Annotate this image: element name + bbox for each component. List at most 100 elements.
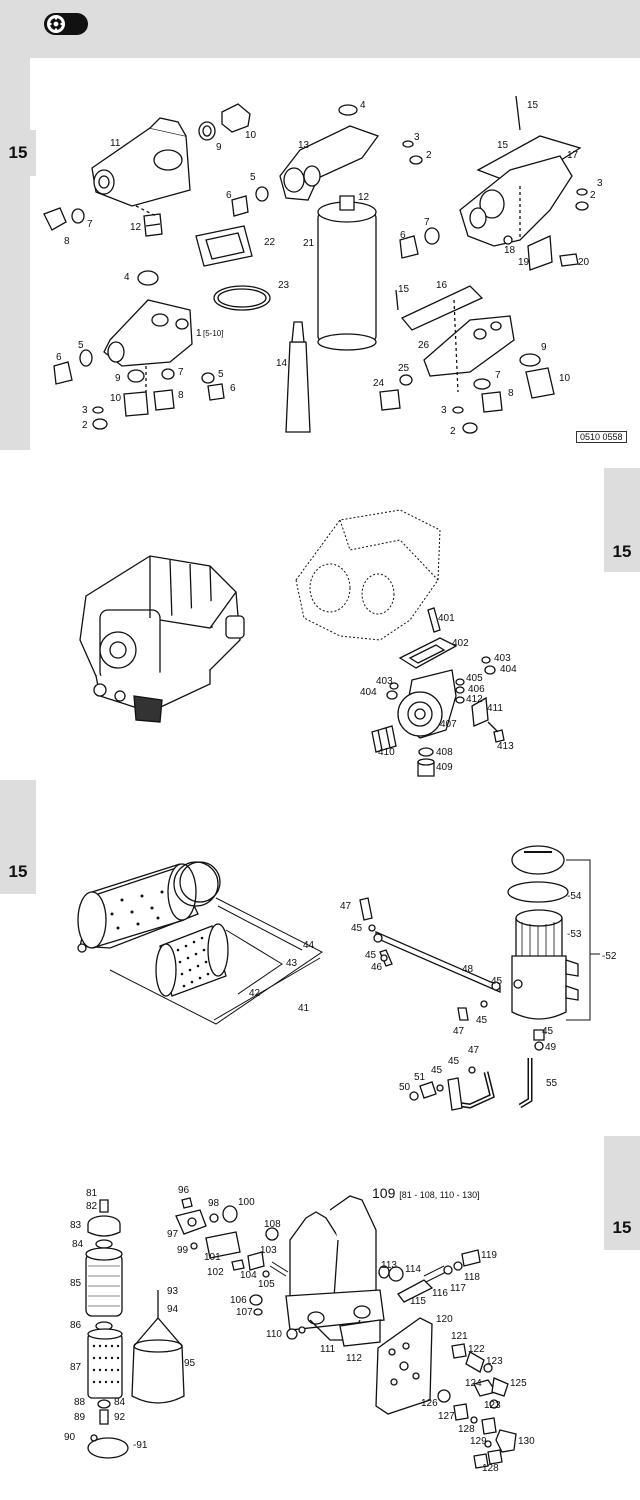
part-number-label: 120: [436, 1314, 453, 1325]
part-number-label: 15: [497, 140, 509, 151]
part-number-label: 105: [258, 1279, 275, 1290]
part-number-label: 21: [303, 238, 315, 249]
part-number-label: 412: [466, 694, 483, 705]
part-number-label: 18: [504, 245, 516, 256]
part-number-label: 26: [418, 340, 430, 351]
assembly-number: 109: [372, 1185, 396, 1201]
part-number-label: 3: [414, 132, 420, 143]
part-number-label: 45: [365, 950, 377, 961]
part-number-label: 10: [110, 393, 122, 404]
part-number-label: 8: [178, 390, 184, 401]
part-number-label: 46: [371, 962, 383, 973]
part-number-label: 5: [250, 172, 256, 183]
part-number-label: 88: [74, 1397, 86, 1408]
part-number-label: 8: [64, 236, 70, 247]
part-number-label: 3: [597, 178, 603, 189]
part-number-label: 9: [115, 373, 121, 384]
part-number-label: -54: [567, 891, 582, 902]
part-number-label: 124: [465, 1378, 482, 1389]
part-number-label: 5: [78, 340, 84, 351]
part-number-label: 119: [481, 1250, 497, 1261]
part-number-label: 10: [559, 373, 571, 384]
part-number-label: 45: [476, 1015, 488, 1026]
part-number-label: 410: [378, 747, 395, 758]
part-number-label: 5: [218, 369, 224, 380]
part-number-label: 2: [426, 150, 432, 161]
part-number-label: 118: [464, 1272, 480, 1283]
part-number-label: 1: [196, 328, 202, 339]
part-number-label: 2: [590, 190, 596, 201]
part-number-label: 19: [518, 257, 530, 268]
part-number-label: 45: [491, 976, 503, 987]
part-number-label: 45: [431, 1065, 443, 1076]
part-number-label: 116: [432, 1288, 448, 1299]
part-number-label: 128: [458, 1424, 475, 1435]
part-number-label: 96: [178, 1185, 190, 1196]
part-number-label: 127: [438, 1411, 455, 1422]
part-number-label: 45: [448, 1056, 460, 1067]
part-number-label: 98: [208, 1198, 220, 1209]
part-number-label: 97: [167, 1229, 179, 1240]
part-number-label: 110: [266, 1329, 282, 1340]
part-number-label: 47: [468, 1045, 480, 1056]
part-number-label: 102: [207, 1267, 224, 1278]
part-number-label: 113: [381, 1260, 397, 1271]
part-number-label: 84: [72, 1239, 84, 1250]
part-number-label: 3: [82, 405, 88, 416]
assembly-title: 109 [81 - 108, 110 - 130]: [372, 1185, 480, 1201]
part-number-label: 401: [438, 613, 455, 624]
part-number-label: 108: [264, 1219, 281, 1230]
part-number-label: 6: [400, 230, 406, 241]
part-number-label: 45: [351, 923, 363, 934]
part-number-label: 20: [578, 257, 590, 268]
part-number-label: 4: [124, 272, 130, 283]
part-number-label: 126: [421, 1398, 438, 1409]
part-number-label: 9: [541, 342, 547, 353]
part-number-label: 115: [410, 1296, 426, 1307]
part-number-label: 86: [70, 1320, 82, 1331]
part-number-label: 402: [452, 638, 469, 649]
part-number-label: 15: [398, 284, 410, 295]
part-number-label: 112: [346, 1353, 362, 1364]
part-number-label: 125: [510, 1378, 527, 1389]
part-number-label: 407: [440, 719, 457, 730]
part-number-label: 413: [497, 741, 514, 752]
part-number-label: 47: [340, 901, 352, 912]
part-number-label: 404: [360, 687, 377, 698]
left-margin-strip: [0, 58, 30, 450]
part-number-label: -53: [567, 929, 582, 940]
part-number-label: 13: [298, 140, 310, 151]
part-number-label: 104: [240, 1270, 257, 1281]
part-number-label: 94: [167, 1304, 179, 1315]
part-number-label: 114: [405, 1264, 421, 1275]
part-number-label: 7: [178, 367, 184, 378]
part-number-label: 10: [245, 130, 257, 141]
part-number-label: 2: [82, 420, 88, 431]
part-number-label: 11: [110, 138, 121, 149]
part-number-label: 409: [436, 762, 453, 773]
section-tab-1: 15: [0, 130, 36, 176]
part-number-label: 403: [494, 653, 511, 664]
part-number-label: 83: [70, 1220, 82, 1231]
part-number-label: 408: [436, 747, 453, 758]
part-number-label: 49: [545, 1042, 557, 1053]
part-number-label: 121: [451, 1331, 468, 1342]
part-number-label: 6: [56, 352, 62, 363]
part-number-label: 90: [64, 1432, 76, 1443]
part-number-label: 14: [276, 358, 288, 369]
part-number-label: 2: [450, 426, 456, 437]
part-number-label: 111: [320, 1344, 336, 1355]
part-number-label: 44: [303, 940, 315, 951]
part-number-label: 117: [450, 1283, 466, 1294]
part-number-label: 107: [236, 1307, 253, 1318]
part-number-label: 123: [486, 1356, 503, 1367]
part-number-label: 130: [518, 1436, 535, 1447]
part-number-label: 9: [216, 142, 222, 153]
part-number-label: 45: [542, 1026, 554, 1037]
part-number-label: 17: [567, 150, 579, 161]
part-number-label: 22: [264, 237, 276, 248]
part-number-label: 48: [462, 964, 474, 975]
